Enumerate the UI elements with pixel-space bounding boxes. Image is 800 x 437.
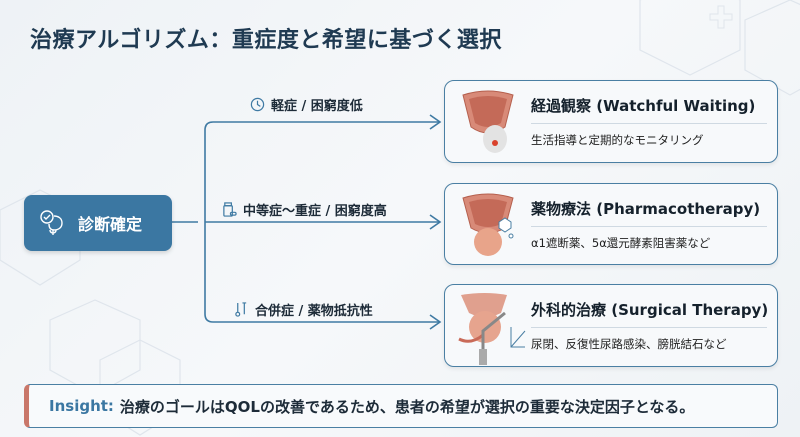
bladder-illustration-icon <box>462 90 514 153</box>
insight-text: 治療のゴールはQOLの改善であるため、患者の希望が選択の重要な決定因子となる。 <box>119 397 695 416</box>
insight-box: Insight: 治療のゴールはQOLの改善であるため、患者の希望が選択の重要な… <box>24 384 778 428</box>
divider <box>531 123 767 124</box>
card-surgical-therapy: 外科的治療 (Surgical Therapy) 尿閉、反復性尿路感染、膀胱結石… <box>444 284 778 367</box>
card-pharmacotherapy: 薬物療法 (Pharmacotherapy) α1遮断薬、5α還元酵素阻害薬など <box>444 183 778 265</box>
branch-label-mild: 軽症 / 困窮度低 <box>250 95 363 114</box>
card-watchful-waiting: 経過観察 (Watchful Waiting) 生活指導と定期的なモニタリング <box>444 80 778 163</box>
page-title: 治療アルゴリズム：重症度と希望に基づく選択 <box>30 28 502 53</box>
bladder-check-icon <box>40 210 63 235</box>
card-title: 外科的治療 (Surgical Therapy) <box>531 301 769 319</box>
branch-label-surgical: 合併症 / 薬物抵抗性 <box>234 300 373 319</box>
surgical-illustration-icon <box>458 293 526 365</box>
diagnosis-label: 診断確定 <box>78 215 143 234</box>
surgical-tools-icon <box>235 302 247 317</box>
insight-key: Insight: <box>49 397 114 415</box>
divider <box>531 226 767 227</box>
branch-label-moderate: 中等症〜重症 / 困窮度高 <box>222 200 387 219</box>
card-subtitle: α1遮断薬、5α還元酵素阻害薬など <box>531 236 711 250</box>
card-title: 経過観察 (Watchful Waiting) <box>531 97 756 115</box>
divider <box>531 327 767 328</box>
card-subtitle: 尿閉、反復性尿路感染、膀胱結石など <box>531 337 727 351</box>
diagnosis-node: 診断確定 <box>24 195 172 251</box>
clock-icon <box>250 97 265 112</box>
card-subtitle: 生活指導と定期的なモニタリング <box>531 133 704 147</box>
card-title: 薬物療法 (Pharmacotherapy) <box>531 200 761 218</box>
bladder-molecule-illustration-icon <box>462 193 514 256</box>
pill-bottle-icon <box>223 202 237 217</box>
